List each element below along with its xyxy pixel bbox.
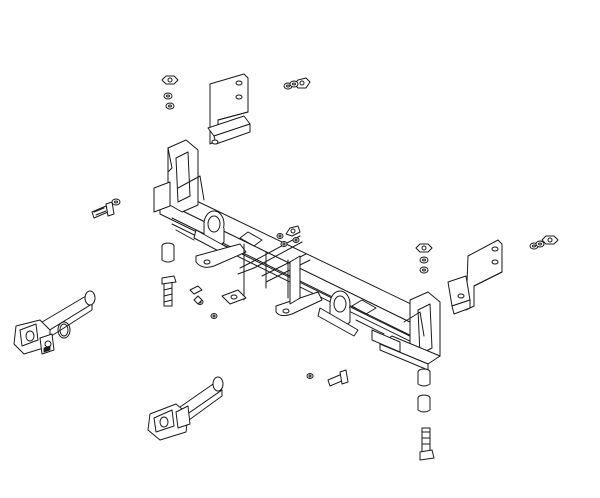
washers — [111, 80, 545, 379]
bolt-left — [91, 201, 115, 219]
crossbar-frame — [153, 139, 441, 371]
clip-ring — [57, 321, 71, 339]
nut-right — [415, 243, 433, 253]
bolt-center — [161, 275, 177, 307]
bolt-right-lower — [419, 427, 435, 461]
nut-center — [285, 225, 301, 237]
spacer-right-top — [417, 368, 431, 387]
spacer-right-bottom — [417, 394, 431, 413]
tow-arm-right — [147, 376, 224, 441]
nut-top-left — [161, 75, 179, 85]
spacer-left — [161, 242, 175, 263]
tow-arm-left — [13, 290, 96, 355]
right-mount-bracket — [447, 239, 503, 315]
nut-far-right — [541, 235, 559, 245]
upper-left-bracket — [207, 73, 251, 145]
safety-pin-plate — [189, 285, 247, 305]
bolt-middle — [327, 369, 349, 387]
